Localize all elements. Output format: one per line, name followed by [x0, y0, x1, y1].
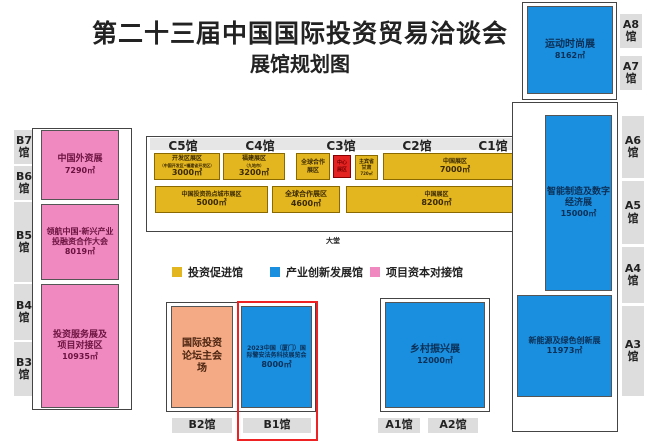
- legend-item-capital: 项目资本对接馆: [370, 264, 463, 280]
- zone-development-zone[interactable]: 开发区展区 （中国开发区•福建省开发区） 3000㎡: [154, 153, 220, 180]
- hall-label-b3: B3馆: [14, 342, 34, 396]
- hall-label-a3: A3馆: [622, 306, 644, 396]
- zone-guest-province-gansu[interactable]: 主宾省甘肃 720㎡: [355, 155, 378, 180]
- zone-rural-revitalization[interactable]: 乡村振兴展 12000㎡: [385, 302, 485, 408]
- hall-label-a1: A1馆: [378, 418, 420, 433]
- hall-label-c3: C3馆: [326, 139, 356, 153]
- zone-security-legal-expo[interactable]: 2023中国（厦门）国际警安法务科技展览会 8000㎡: [241, 306, 312, 408]
- zone-name: 智能制造及数字经济展: [546, 186, 610, 208]
- zone-name: 乡村振兴展: [410, 343, 460, 355]
- zone-investment-services[interactable]: 投资服务展及项目对接区 10935㎡: [41, 284, 119, 408]
- zone-name: 全球合作展区: [285, 190, 327, 199]
- hall-label-a5: A5馆: [622, 181, 644, 244]
- zone-name: 投资服务展及项目对接区: [52, 329, 107, 351]
- zone-area: 7290㎡: [64, 165, 96, 175]
- zone-name: 中国投资热点城市展区: [181, 190, 242, 198]
- zone-forum-main-venue[interactable]: 国际投资论坛主会场: [171, 306, 233, 408]
- lobby-label: 大堂: [326, 237, 340, 245]
- zone-name: 主宾省甘肃: [358, 158, 374, 171]
- zone-name: 中国展区: [424, 190, 449, 198]
- legend-swatch: [172, 267, 182, 277]
- zone-area: 720㎡: [360, 171, 373, 177]
- zone-fujian[interactable]: 福建展区 （九地市） 3200㎡: [223, 153, 285, 180]
- zone-area: 12000㎡: [417, 356, 453, 366]
- zone-area: 8000㎡: [261, 359, 292, 369]
- zone-area: 3000㎡: [171, 167, 203, 177]
- zone-name: 中国展区: [442, 157, 467, 165]
- hall-label-b2: B2馆: [172, 418, 232, 433]
- zone-name: 领航中国·新兴产业投融资合作大会: [46, 227, 114, 246]
- zone-area: 8162㎡: [554, 51, 586, 61]
- zone-name: 福建展区: [241, 155, 266, 163]
- zone-sub: （中国开发区•福建省开发区）: [159, 162, 215, 168]
- zone-sub: （九地市）: [244, 162, 264, 168]
- zone-center[interactable]: 中心展区: [333, 155, 351, 178]
- legend-label: 投资促进馆: [188, 266, 243, 279]
- c-label-bar: [150, 138, 538, 150]
- zone-area: 11973㎡: [546, 346, 583, 355]
- zone-area: 15000㎡: [560, 209, 597, 219]
- legend-swatch: [270, 267, 280, 277]
- zone-name: 开发区展区: [171, 155, 202, 163]
- zone-area: 8200㎡: [421, 198, 452, 208]
- legend-label: 项目资本对接馆: [386, 266, 463, 279]
- zone-new-industry-conference[interactable]: 领航中国·新兴产业投融资合作大会 8019㎡: [41, 204, 119, 280]
- hall-label-a8: A8馆: [620, 14, 642, 48]
- hall-label-b5: B5馆: [14, 202, 34, 282]
- zone-name: 中心展区: [337, 160, 348, 173]
- hall-label-c4: C4馆: [245, 139, 275, 153]
- zone-name: 2023中国（厦门）国际警安法务科技展览会: [246, 344, 307, 360]
- zone-global-cooperation-2[interactable]: 全球合作展区 4600㎡: [272, 186, 340, 213]
- hall-label-a6: A6馆: [622, 116, 644, 178]
- zone-china-8200[interactable]: 中国展区 8200㎡: [346, 186, 527, 213]
- hall-label-b7: B7馆: [14, 130, 34, 164]
- hall-label-a4: A4馆: [622, 247, 644, 303]
- legend-item-investment: 投资促进馆: [172, 264, 243, 280]
- legend-swatch: [370, 267, 380, 277]
- highlight-box-b1: [237, 301, 318, 441]
- zone-area: 10935㎡: [62, 352, 98, 362]
- hall-label-b1: B1馆: [243, 418, 311, 433]
- hall-label-c1: C1馆: [478, 139, 508, 153]
- hall-outline-c: [146, 136, 542, 232]
- zone-area: 5000㎡: [196, 198, 227, 208]
- page-subtitle: 展馆规划图: [250, 52, 350, 76]
- zone-name: 新能源及绿色创新展: [528, 336, 601, 345]
- legend-item-industry: 产业创新发展馆: [270, 264, 363, 280]
- zone-area: 7000㎡: [439, 165, 471, 175]
- zone-hot-cities[interactable]: 中国投资热点城市展区 5000㎡: [155, 186, 268, 213]
- zone-foreign-investment[interactable]: 中国外资展 7290㎡: [41, 130, 119, 200]
- legend-label: 产业创新发展馆: [286, 266, 363, 279]
- zone-area: 8019㎡: [64, 247, 96, 256]
- hall-label-a7: A7馆: [620, 56, 642, 90]
- hall-a7a8-sports[interactable]: 运动时尚展 8162㎡: [527, 6, 613, 94]
- hall-label-c5: C5馆: [168, 139, 198, 153]
- zone-area: 3200㎡: [238, 167, 270, 177]
- zone-china-7000[interactable]: 中国展区 7000㎡: [383, 153, 527, 180]
- hall-label-b4: B4馆: [14, 284, 34, 340]
- zone-name: 全球合作展区: [301, 159, 326, 174]
- hall-label-c2: C2馆: [402, 139, 432, 153]
- zone-area: 4600㎡: [290, 198, 322, 208]
- page-title: 第二十三届中国国际投资贸易洽谈会: [91, 19, 508, 48]
- zone-new-energy[interactable]: 新能源及绿色创新展 11973㎡: [517, 295, 612, 397]
- zone-name: 运动时尚展: [545, 38, 595, 50]
- zone-global-cooperation-1[interactable]: 全球合作展区: [296, 153, 330, 180]
- hall-label-a2: A2馆: [428, 418, 478, 433]
- zone-name: 国际投资论坛主会场: [182, 338, 222, 375]
- zone-name: 中国外资展: [57, 154, 103, 165]
- hall-label-b6: B6馆: [14, 166, 34, 200]
- zone-smart-manufacturing[interactable]: 智能制造及数字经济展 15000㎡: [545, 115, 612, 291]
